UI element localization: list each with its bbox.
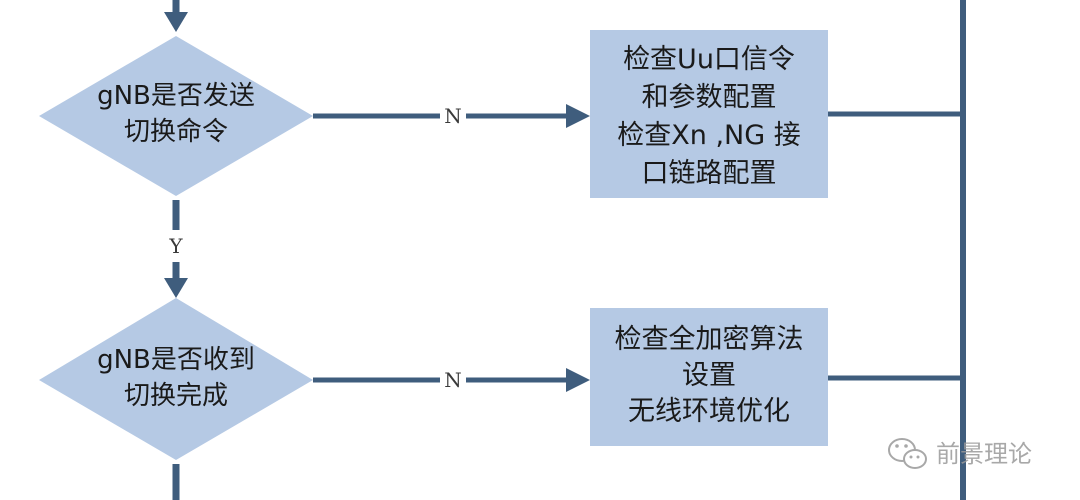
decision-node-receive-handover-complete: gNB是否收到 切换完成 xyxy=(39,298,313,460)
decision-1-line-1: gNB是否发送 xyxy=(97,81,255,111)
edge-label-no: N xyxy=(444,104,462,128)
decision-1-line-2: 切换命令 xyxy=(124,117,228,147)
watermark-text: 前景理论 xyxy=(936,440,1032,468)
action-1-line-4: 口链路配置 xyxy=(642,158,777,189)
action-1-line-1: 检查Uu口信令 xyxy=(623,44,795,75)
action-1-line-2: 和参数配置 xyxy=(642,82,777,113)
action-2-line-2: 设置 xyxy=(682,360,736,391)
edge-label-no-2: N xyxy=(444,368,462,392)
edge-decision-1-no: N xyxy=(313,104,590,128)
action-1-line-3: 检查Xn ,NG 接 xyxy=(617,120,800,151)
action-node-check-encryption-radio: 检查全加密算法 设置 无线环境优化 xyxy=(590,308,828,446)
edge-decision-1-yes: Y xyxy=(164,200,188,298)
incoming-arrow xyxy=(164,0,188,32)
decision-node-send-handover: gNB是否发送 切换命令 xyxy=(39,36,313,196)
decision-2-line-1: gNB是否收到 xyxy=(97,345,255,375)
watermark: 前景理论 xyxy=(888,438,1032,469)
edge-label-yes: Y xyxy=(168,234,183,258)
wechat-icon xyxy=(888,438,927,469)
edge-decision-2-no: N xyxy=(313,368,590,392)
action-2-line-3: 无线环境优化 xyxy=(628,396,790,427)
decision-2-line-2: 切换完成 xyxy=(124,381,228,411)
action-2-line-1: 检查全加密算法 xyxy=(615,324,804,355)
action-node-check-uu-xn-ng: 检查Uu口信令 和参数配置 检查Xn ,NG 接 口链路配置 xyxy=(590,30,828,198)
